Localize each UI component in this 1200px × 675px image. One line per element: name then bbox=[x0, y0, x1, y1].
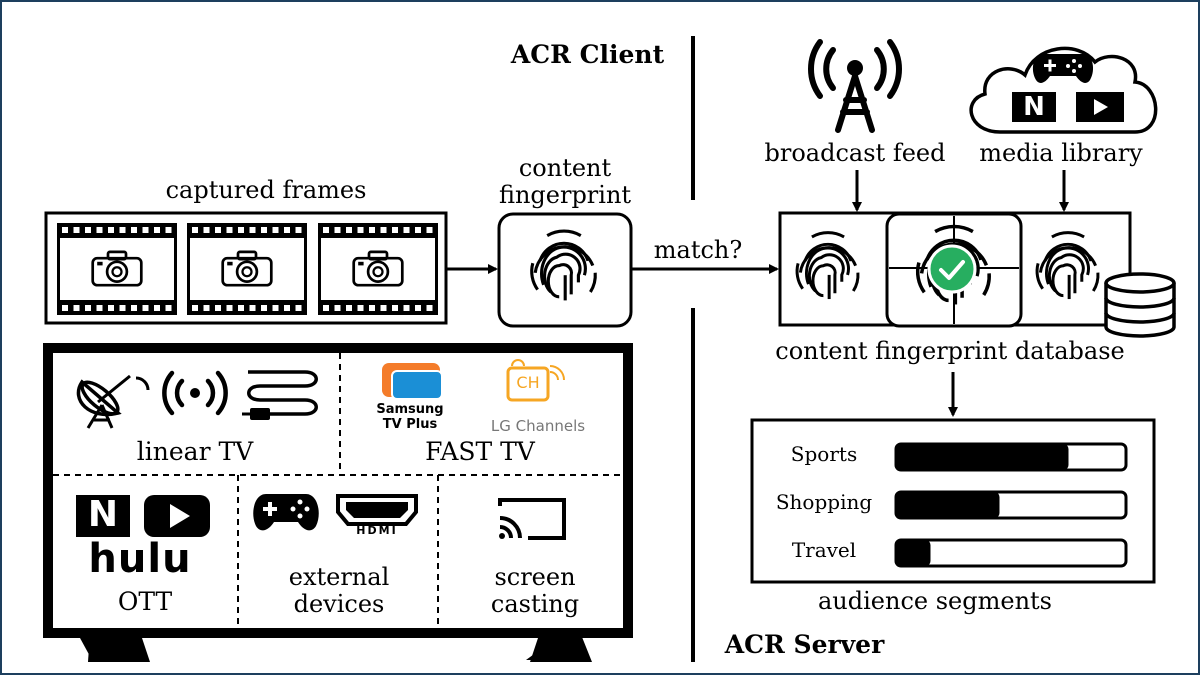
checkmark-icon bbox=[927, 244, 977, 294]
cable-icon bbox=[242, 370, 318, 420]
fingerprint-box bbox=[497, 212, 633, 328]
hulu-logo: hulu bbox=[88, 536, 192, 582]
gamepad-icon bbox=[1032, 54, 1094, 83]
film-frame bbox=[318, 223, 438, 315]
fingerprint-label-line1: content bbox=[518, 154, 612, 182]
database-icon bbox=[1104, 272, 1176, 338]
samsung-tv-plus-logo bbox=[382, 363, 443, 400]
screen-casting-label: screen casting bbox=[450, 564, 620, 618]
film-frame bbox=[187, 223, 307, 315]
segment-label: Shopping bbox=[775, 490, 873, 514]
segment-bar-fill bbox=[896, 540, 931, 566]
cloud-icon bbox=[969, 46, 1158, 134]
segment-bar-fill bbox=[896, 492, 1000, 518]
netflix-icon bbox=[1012, 92, 1056, 122]
database-box bbox=[778, 211, 1132, 328]
content-fingerprint-label: content fingerprint bbox=[480, 155, 650, 209]
netflix-cloud-letter: N bbox=[1023, 92, 1045, 122]
samsung-line2: TV Plus bbox=[382, 417, 438, 432]
hdmi-text: HDMI bbox=[356, 524, 398, 537]
media-library-label: media library bbox=[979, 139, 1143, 167]
segments-panel bbox=[750, 418, 1156, 584]
signal-icon bbox=[162, 370, 228, 416]
samsung-line1: Samsung bbox=[376, 402, 444, 417]
match-label: match? bbox=[653, 236, 743, 264]
lg-channels-text: LG Channels bbox=[490, 417, 586, 435]
acr-client-title: ACR Client bbox=[510, 40, 665, 69]
external-line1: external bbox=[288, 563, 390, 591]
lg-ch-logo-text: CH bbox=[516, 373, 540, 392]
acr-server-title: ACR Server bbox=[724, 630, 885, 659]
satellite-dish-icon bbox=[76, 374, 150, 429]
segment-label: Sports bbox=[790, 442, 858, 466]
fast-tv-label: FAST TV bbox=[425, 437, 535, 466]
film-strip bbox=[44, 211, 448, 325]
captured-frames-label: captured frames bbox=[165, 176, 367, 204]
ott-label: OTT bbox=[117, 587, 173, 616]
netflix-icon bbox=[76, 495, 130, 537]
tv bbox=[43, 343, 633, 662]
database-label: content fingerprint database bbox=[775, 337, 1125, 365]
segment-bar-fill bbox=[896, 444, 1069, 470]
lg-channels-logo bbox=[506, 359, 565, 402]
segment-bar bbox=[894, 490, 1128, 520]
segment-bar bbox=[894, 442, 1128, 472]
hdmi-icon bbox=[336, 494, 418, 526]
external-devices-label: external devices bbox=[250, 564, 428, 618]
youtube-icon bbox=[1076, 92, 1124, 122]
cast-icon bbox=[498, 498, 566, 540]
gamepad-icon bbox=[253, 494, 319, 531]
samsung-tv-plus-text: Samsung TV Plus bbox=[352, 402, 468, 432]
segment-label: Travel bbox=[791, 538, 857, 562]
audience-segments-label: audience segments bbox=[818, 587, 1052, 615]
casting-line1: screen bbox=[494, 563, 576, 591]
segment-bar bbox=[894, 538, 1128, 568]
linear-tv-label: linear TV bbox=[136, 437, 254, 466]
broadcast-feed-label: broadcast feed bbox=[764, 139, 946, 167]
external-line2: devices bbox=[293, 590, 385, 618]
film-frame bbox=[57, 223, 177, 315]
youtube-icon bbox=[144, 495, 210, 537]
casting-line2: casting bbox=[490, 590, 580, 618]
broadcast-tower-icon bbox=[808, 39, 902, 133]
netflix-logo-letter: N bbox=[87, 494, 119, 535]
fingerprint-label-line2: fingerprint bbox=[498, 181, 632, 209]
